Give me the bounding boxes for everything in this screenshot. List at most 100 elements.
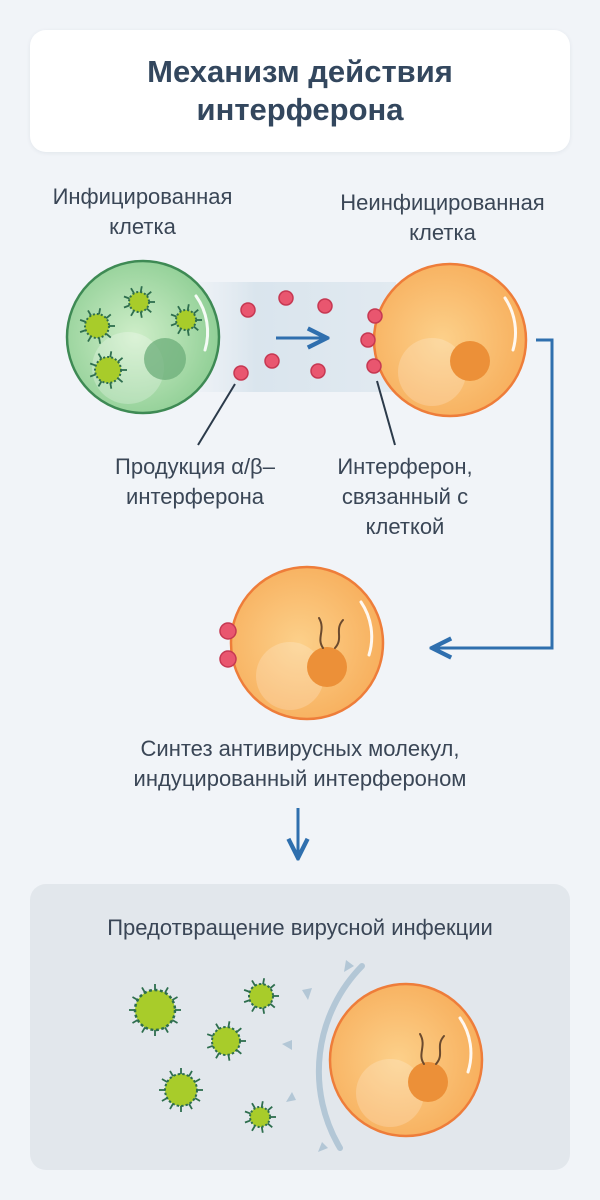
shield-barrier-icon bbox=[282, 960, 365, 1152]
virus-spike bbox=[161, 1078, 168, 1083]
virus-spike bbox=[132, 996, 139, 1001]
arrow-connector-icon bbox=[432, 338, 554, 648]
virus-spike bbox=[215, 1052, 220, 1059]
virus-spike bbox=[141, 1026, 146, 1033]
leader-line-bound bbox=[376, 380, 396, 446]
virus-spike bbox=[87, 309, 92, 317]
label-uninfected-cell: Неинфицированная клетка bbox=[340, 190, 545, 245]
virus-particles-inside bbox=[79, 286, 202, 389]
virus-spike bbox=[146, 291, 152, 297]
virus-spike bbox=[171, 996, 178, 1001]
label-synthesis: Синтез антивирусных молекул, индуцирован… bbox=[133, 736, 467, 791]
mrna-strand-icon bbox=[318, 617, 324, 649]
virus-spike bbox=[188, 1070, 193, 1077]
virus-spike bbox=[132, 1019, 139, 1024]
virus-spike bbox=[193, 309, 199, 315]
virus-spike bbox=[161, 1097, 168, 1102]
virus-icon bbox=[244, 1101, 276, 1133]
virus-spike bbox=[79, 318, 87, 323]
virus-spike bbox=[262, 978, 266, 985]
virus-icon bbox=[79, 308, 115, 344]
virus-spike bbox=[98, 337, 102, 344]
virus-spike bbox=[164, 1026, 169, 1033]
virus-spike bbox=[117, 377, 124, 383]
virus-spike bbox=[251, 1125, 256, 1132]
virus-spike bbox=[194, 1097, 201, 1102]
virus-spike bbox=[177, 328, 182, 335]
virus-spike bbox=[206, 1033, 214, 1038]
virus-spike bbox=[170, 322, 177, 327]
virus-particles-outside bbox=[129, 978, 279, 1133]
virus-spike bbox=[269, 983, 276, 989]
virus-icon bbox=[89, 351, 127, 389]
virus-spike bbox=[243, 999, 251, 1004]
leader-line-production bbox=[197, 383, 236, 446]
virus-spike bbox=[87, 335, 92, 343]
virus-spike bbox=[194, 1078, 201, 1083]
prevention-panel bbox=[30, 884, 570, 1170]
interferon-molecules-free bbox=[233, 290, 333, 381]
virus-spike bbox=[170, 313, 177, 318]
virus-spike bbox=[89, 362, 97, 367]
mrna-strand-icon bbox=[419, 1033, 425, 1065]
virus-icon bbox=[170, 304, 202, 336]
virus-spike bbox=[206, 1044, 214, 1049]
virus-spike bbox=[105, 333, 112, 339]
title-card: Механизм действия интерферона bbox=[30, 30, 570, 152]
virus-spike bbox=[260, 1101, 264, 1108]
virus-spike bbox=[164, 987, 169, 994]
uninfected-cell bbox=[372, 262, 528, 418]
mrna-strand-icon bbox=[334, 619, 344, 649]
virus-icon bbox=[206, 1021, 246, 1061]
virus-spike bbox=[193, 325, 199, 331]
virus-spike bbox=[117, 357, 124, 363]
label-infected-cell: Инфицированная клетка bbox=[52, 184, 233, 239]
virus-spike bbox=[139, 286, 143, 293]
stimulated-cell bbox=[229, 565, 385, 721]
virus-spike bbox=[251, 979, 256, 987]
virus-spike bbox=[244, 1119, 251, 1124]
virus-icon bbox=[243, 978, 279, 1014]
virus-spike bbox=[267, 1122, 273, 1128]
virus-spike bbox=[123, 295, 130, 300]
virus-spike bbox=[188, 1103, 193, 1110]
label-prevention: Предотвращение вирусной инфекции bbox=[107, 915, 493, 940]
protected-cell bbox=[328, 982, 484, 1138]
virus-spike bbox=[243, 988, 251, 993]
virus-spike bbox=[251, 1102, 256, 1109]
virus-spike bbox=[98, 308, 102, 315]
virus-spike bbox=[171, 1019, 178, 1024]
virus-spike bbox=[267, 1106, 273, 1112]
page-title: Механизм действия интерферона bbox=[147, 54, 453, 127]
virus-spike bbox=[123, 304, 130, 309]
virus-spike bbox=[244, 1110, 251, 1115]
virus-spike bbox=[109, 382, 113, 389]
virus-spike bbox=[236, 1027, 242, 1033]
virus-spike bbox=[186, 304, 190, 311]
virus-spike bbox=[169, 1070, 174, 1077]
virus-spike bbox=[260, 1126, 264, 1133]
virus-spike bbox=[251, 1005, 256, 1013]
virus-spike bbox=[130, 287, 135, 294]
virus-spike bbox=[227, 1054, 231, 1061]
virus-spike bbox=[97, 353, 103, 360]
virus-spike bbox=[139, 311, 143, 318]
virus-spike bbox=[130, 310, 135, 317]
virus-icon bbox=[159, 1068, 203, 1112]
virus-spike bbox=[109, 351, 113, 358]
virus-icon bbox=[123, 286, 155, 318]
virus-spike bbox=[236, 1049, 242, 1055]
virus-spike bbox=[89, 373, 97, 378]
label-bound-interferon: Интерферон, связанный с клеткой bbox=[337, 454, 473, 539]
virus-spike bbox=[262, 1007, 266, 1014]
virus-spike bbox=[146, 307, 152, 313]
mrna-strand-icon bbox=[435, 1035, 445, 1065]
virus-spike bbox=[177, 305, 182, 312]
virus-spike bbox=[227, 1021, 231, 1028]
virus-spike bbox=[169, 1103, 174, 1110]
interferon-molecules-receptor bbox=[219, 622, 237, 668]
virus-spike bbox=[79, 329, 87, 334]
virus-spike bbox=[269, 1003, 276, 1009]
virus-spike bbox=[97, 380, 103, 387]
virus-spike bbox=[141, 987, 146, 994]
